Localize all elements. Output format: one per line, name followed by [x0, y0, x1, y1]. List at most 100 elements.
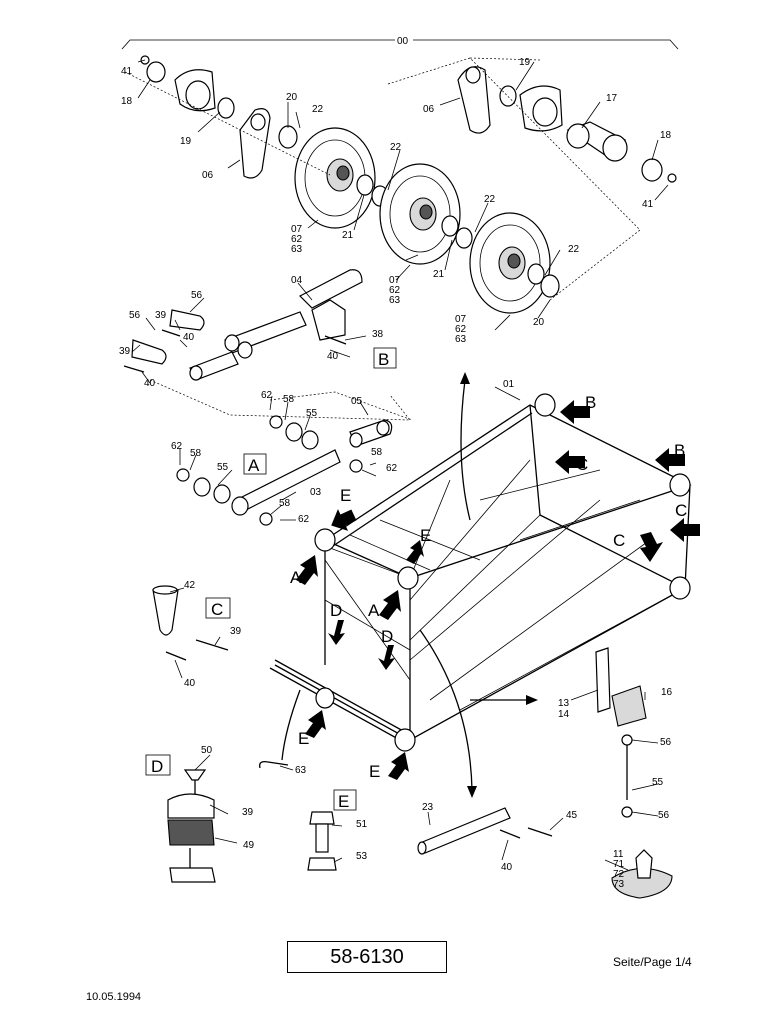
- drawing-number-box: 58-6130: [287, 941, 447, 973]
- label-55-d: 58: [279, 498, 291, 509]
- label-53-a: 55: [306, 408, 318, 419]
- label-03: 03: [310, 487, 322, 498]
- label-s3-63: 63: [455, 334, 467, 345]
- pin-41: [527, 827, 553, 837]
- label-49-right: 41: [642, 199, 654, 210]
- wing-nut-45: [183, 769, 207, 781]
- leader-paths: [131, 59, 669, 871]
- pin-38: [152, 589, 179, 636]
- frame-tube-lower-b: [274, 659, 406, 733]
- explode-arrowhead-right: [526, 695, 538, 705]
- part-labels: 41 18 19 06 20 22 19 06 17 18 41 22 21 2…: [119, 57, 673, 890]
- bushing-17-end2: [602, 134, 628, 162]
- link-06-left-hole: [250, 113, 266, 131]
- label-56-c: 62: [386, 463, 398, 474]
- sheave-2-groove: [389, 175, 451, 253]
- label-39: 38: [372, 329, 384, 340]
- pivot-c-right: [669, 576, 691, 600]
- detail-e-parts: [307, 811, 337, 871]
- label-06: 06: [202, 170, 214, 181]
- arrow-e-top: [331, 509, 357, 531]
- pin-54-b: [131, 339, 167, 365]
- washer-55-c: [349, 459, 363, 473]
- right-side-parts: [595, 647, 673, 899]
- washer-55-a: [269, 415, 283, 429]
- bush-53-b2: [213, 484, 231, 504]
- pivot-a-left: [314, 528, 336, 552]
- callout-arrows: [296, 400, 700, 780]
- label-20-right: 20: [533, 317, 545, 328]
- label-11: 11: [613, 849, 624, 860]
- pin-40-a: [161, 329, 181, 337]
- box-a: [243, 453, 267, 475]
- frame-post-3: [529, 404, 541, 516]
- box-d: [145, 754, 171, 776]
- label-71: 71: [613, 859, 625, 870]
- label-54-b: 56: [129, 310, 141, 321]
- frame-top-inner: [329, 412, 533, 549]
- label-21b: 21: [433, 269, 445, 280]
- tube-23-end: [417, 841, 427, 855]
- letter-b-right: B: [674, 441, 685, 460]
- detail-d-parts: [167, 769, 216, 883]
- pivot-e-bottom: [394, 728, 416, 752]
- pivot-a-right: [397, 566, 419, 590]
- link-04: [298, 269, 363, 309]
- pin-42-c: [165, 651, 187, 661]
- pivot-b-top: [534, 393, 556, 417]
- arrow-d-right: [378, 645, 395, 670]
- lattice-frame-01: [269, 372, 692, 798]
- label-s1-63: 63: [291, 244, 303, 255]
- label-42-b: 40: [327, 351, 339, 362]
- label-56-b: 62: [171, 441, 183, 452]
- label-56-a: 62: [261, 390, 273, 401]
- detail-c-parts: [152, 585, 229, 661]
- link-04-eye-b: [237, 341, 253, 359]
- dash-b: [149, 379, 411, 421]
- label-42-c: 40: [144, 378, 156, 389]
- label-22b: 22: [390, 142, 402, 153]
- frame-post-4: [684, 484, 691, 589]
- label-49: 41: [121, 66, 133, 77]
- label-22d: 22: [568, 244, 580, 255]
- washer-55-b: [176, 468, 190, 482]
- boxed-letter-d: D: [151, 757, 163, 776]
- label-40-d: 39: [242, 807, 254, 818]
- label-20: 20: [286, 92, 298, 103]
- drawing-number: 58-6130: [330, 945, 404, 968]
- label-43: 49: [243, 840, 255, 851]
- label-s1-62: 62: [291, 234, 303, 245]
- frame-lattice: [324, 459, 686, 711]
- label-40-a: 39: [119, 346, 131, 357]
- dash-2: [387, 57, 641, 301]
- assembly-bracket: 00: [121, 36, 679, 50]
- letter-e-top: E: [340, 486, 351, 505]
- label-42-e: 40: [501, 862, 513, 873]
- letter-a-mid: A: [368, 601, 380, 620]
- boxed-letter-a: A: [248, 456, 260, 475]
- label-19: 19: [180, 136, 192, 147]
- bolt-head-50: [309, 811, 335, 825]
- bolt-49-right: [667, 173, 677, 183]
- link-06-right: [457, 66, 491, 134]
- arrow-e-mid: [406, 540, 424, 564]
- arrow-d-left: [328, 620, 345, 645]
- letter-a-left: A: [290, 568, 302, 587]
- label-s2-07: 07: [389, 275, 401, 286]
- spacer-21a: [356, 174, 374, 196]
- label-15: 55: [652, 777, 664, 788]
- label-18: 18: [121, 96, 133, 107]
- bush-53-a2: [301, 430, 319, 450]
- label-04: 04: [291, 275, 303, 286]
- label-22c: 22: [484, 194, 496, 205]
- leader-lines: [131, 59, 669, 871]
- arrow-e-lower: [305, 710, 326, 738]
- label-s2-62: 62: [389, 285, 401, 296]
- label-55-a: 58: [283, 394, 295, 405]
- guard-bore-right: [532, 97, 558, 127]
- pivot-b-right: [669, 473, 691, 497]
- boxed-letter-c: C: [211, 600, 223, 619]
- label-55-c: 58: [371, 447, 383, 458]
- letter-c-lower: C: [613, 531, 625, 550]
